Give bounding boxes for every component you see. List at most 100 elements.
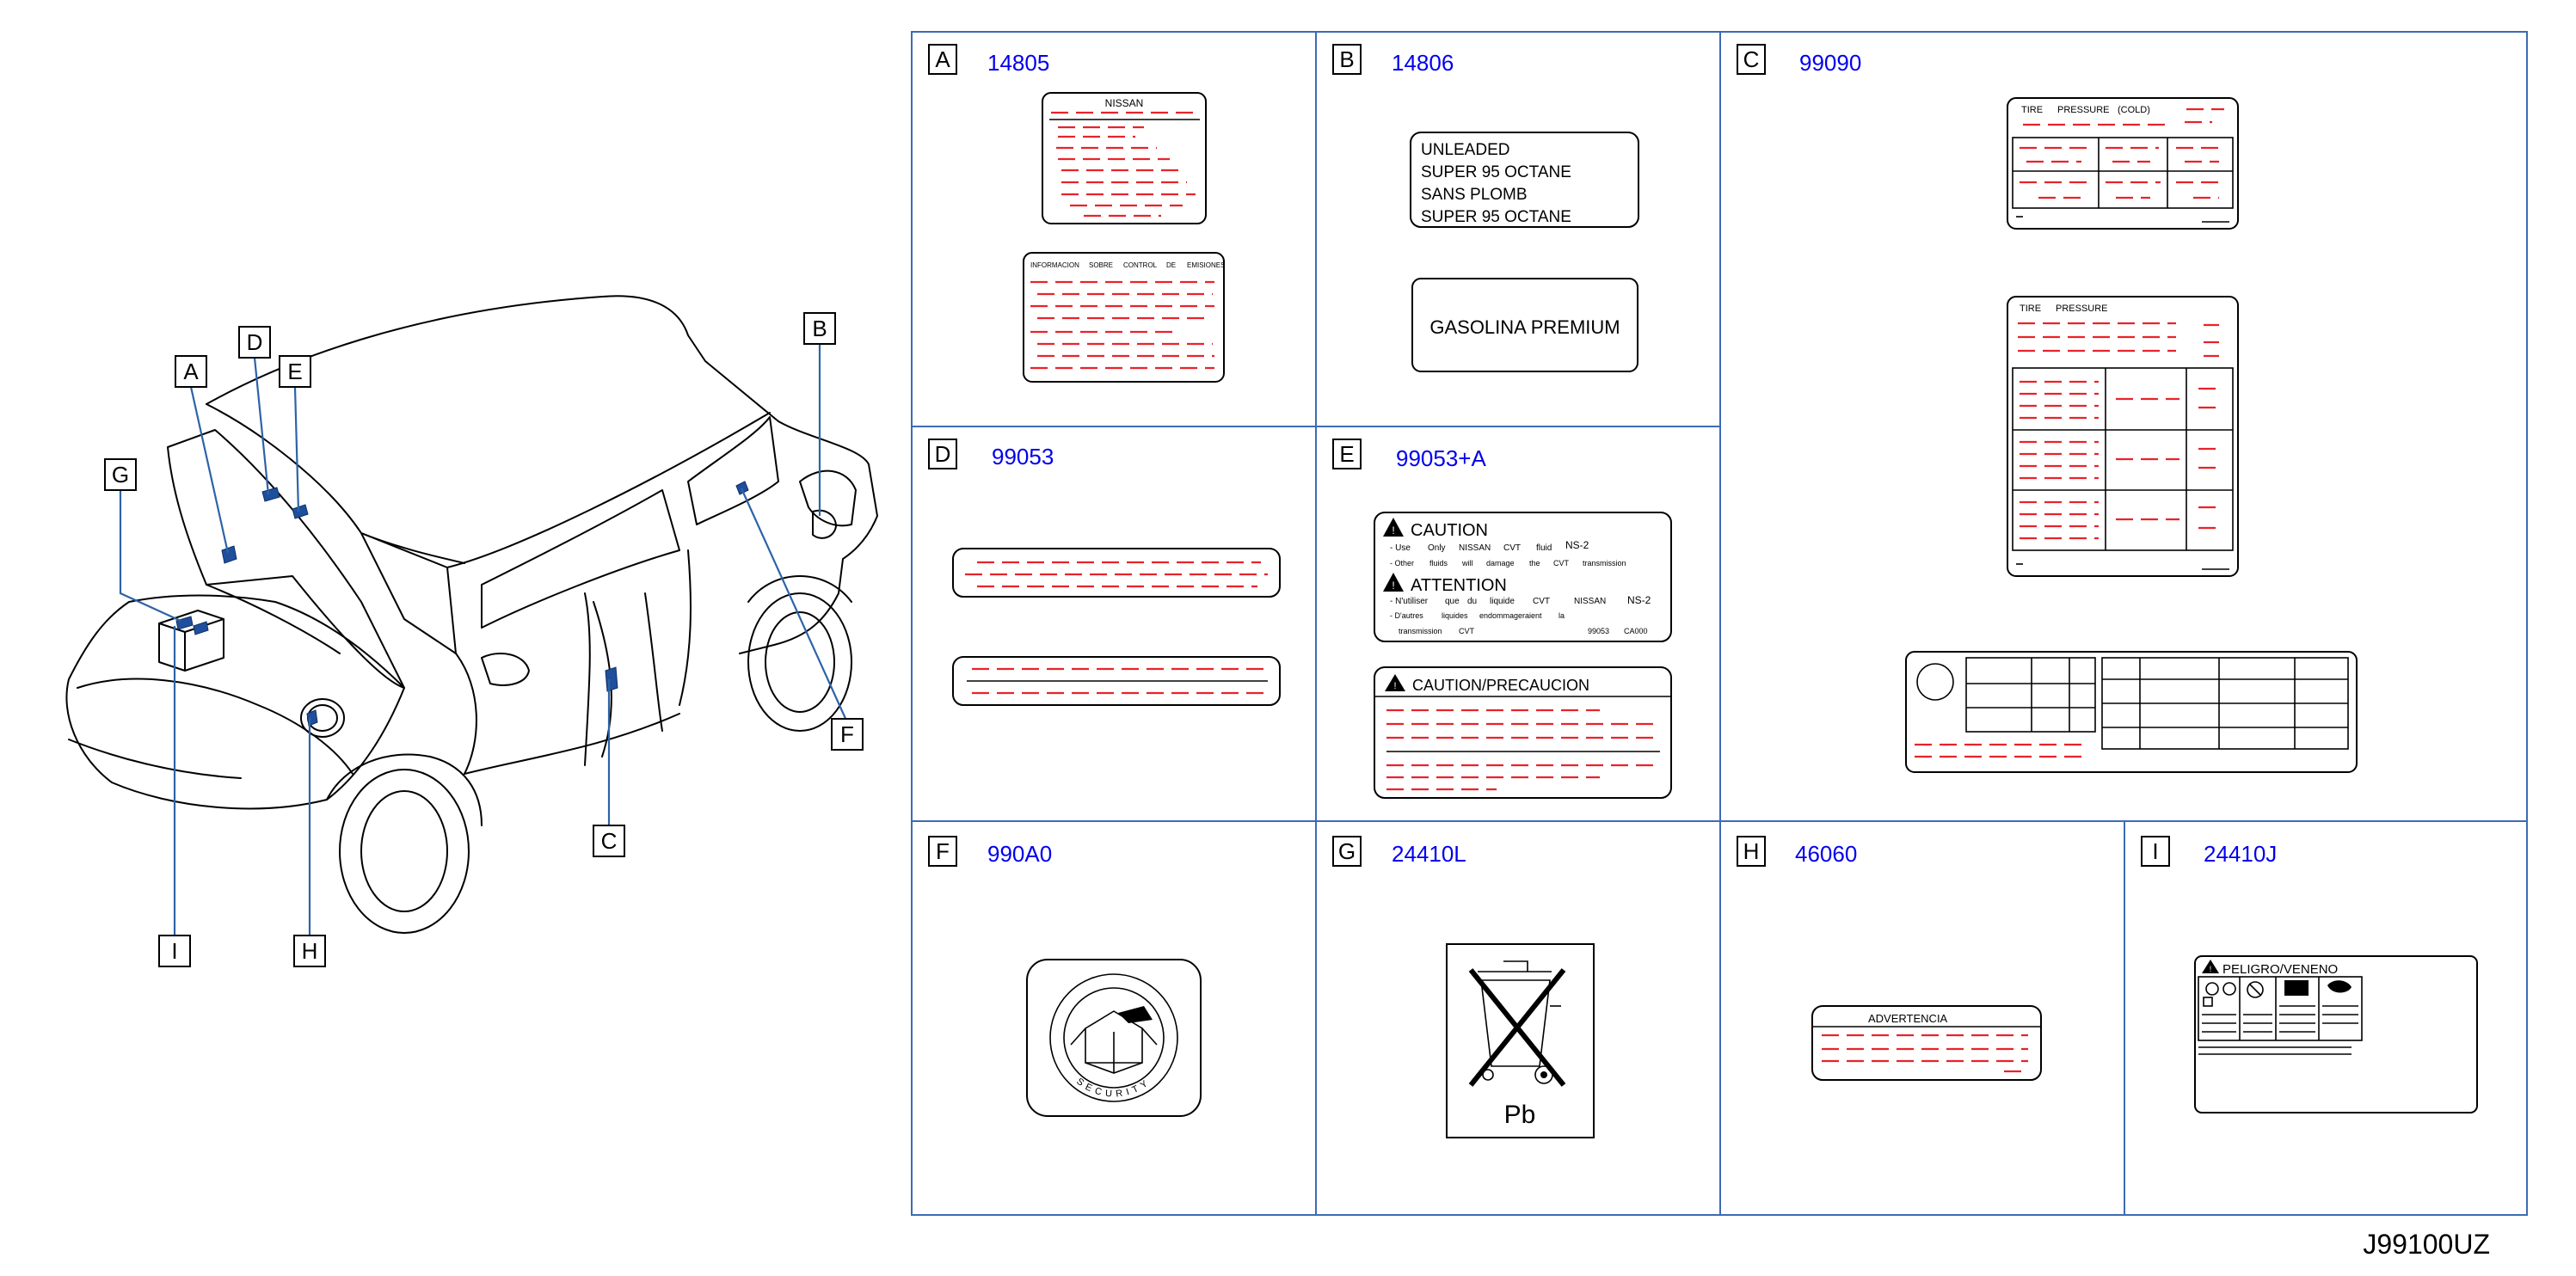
part-number-i: 24410J: [2204, 841, 2277, 867]
vehicle-illustration: [65, 295, 878, 934]
svg-text:Pb: Pb: [1504, 1101, 1536, 1129]
svg-text:I: I: [171, 938, 177, 964]
svg-text:INFORMACION: INFORMACION: [1030, 261, 1079, 269]
cell-b-header: B 14806: [1332, 44, 1454, 76]
marker-g: [175, 616, 194, 630]
svg-text:the: the: [1529, 559, 1540, 567]
label-h-advertencia: ADVERTENCIA: [1811, 1005, 2042, 1081]
svg-text:E: E: [1339, 441, 1354, 467]
svg-text:CONTROL: CONTROL: [1123, 261, 1158, 269]
label-g-battery-recycle: Pb: [1446, 943, 1595, 1138]
svg-text:liquide: liquide: [1490, 597, 1515, 606]
callout-boxes: A D E B G I H C F: [104, 312, 864, 967]
svg-text:CVT: CVT: [1503, 543, 1521, 553]
svg-text:fluids: fluids: [1429, 559, 1448, 567]
leader-lines: [119, 344, 849, 936]
svg-text:!: !: [1392, 580, 1394, 592]
svg-text:liquides: liquides: [1442, 611, 1468, 620]
label-b-gasolina: GASOLINA PREMIUM: [1411, 278, 1638, 372]
label-d-bottom: [952, 656, 1281, 706]
svg-text:D: D: [935, 441, 951, 467]
marker-i: [193, 621, 209, 635]
svg-text:F: F: [936, 838, 950, 864]
svg-text:CAUTION: CAUTION: [1411, 521, 1488, 540]
svg-text:DE: DE: [1166, 261, 1176, 269]
svg-text:A: A: [935, 46, 950, 72]
svg-text:H: H: [302, 938, 318, 964]
svg-text:CVT: CVT: [1459, 627, 1475, 635]
svg-text:D: D: [247, 329, 263, 355]
svg-text:99053: 99053: [1588, 627, 1609, 635]
label-e-caution-attention: ! CAUTION - Use Only NISSAN CVT fluid NS…: [1374, 512, 1672, 642]
part-number-b: 14806: [1392, 50, 1454, 76]
svg-text:B: B: [812, 316, 827, 341]
svg-text:G: G: [1338, 838, 1356, 864]
marker-a: [221, 545, 237, 564]
cell-a-header: A 14805: [928, 44, 1049, 76]
svg-text:SOBRE: SOBRE: [1089, 261, 1113, 269]
svg-text:TIRE: TIRE: [2021, 105, 2043, 115]
svg-text:la: la: [1559, 611, 1565, 620]
svg-text:CAUTION/PRECAUCION: CAUTION/PRECAUCION: [1412, 677, 1589, 694]
callout-b: B: [803, 312, 836, 345]
label-c-tire-pressure-cold: TIRE PRESSURE (COLD): [2007, 97, 2239, 230]
svg-text:NISSAN: NISSAN: [1574, 597, 1606, 606]
svg-text:!: !: [1393, 681, 1396, 691]
svg-text:damage: damage: [1486, 559, 1515, 567]
svg-text:C: C: [1743, 46, 1760, 72]
svg-text:ATTENTION: ATTENTION: [1411, 576, 1507, 595]
svg-text:TIRE: TIRE: [2020, 304, 2041, 314]
cell-f-header: F 990A0: [928, 836, 1052, 867]
svg-text:SUPER 95 OCTANE: SUPER 95 OCTANE: [1421, 163, 1571, 181]
svg-text:- N'utiliser: - N'utiliser: [1390, 597, 1429, 606]
svg-text:PELIGRO/VENENO: PELIGRO/VENENO: [2222, 962, 2338, 977]
part-number-a: 14805: [987, 50, 1049, 76]
svg-text:SUPER 95 OCTANE: SUPER 95 OCTANE: [1421, 208, 1571, 226]
marker-d: [261, 487, 280, 502]
svg-text:C: C: [601, 828, 618, 854]
svg-text:B: B: [1339, 46, 1354, 72]
svg-text:I: I: [2152, 838, 2158, 864]
svg-text:du: du: [1467, 597, 1477, 606]
label-a-emission: INFORMACION SOBRE CONTROL DE EMISIONES: [1023, 252, 1225, 383]
svg-text:- Use: - Use: [1390, 543, 1411, 553]
drawing-code: J99100UZ: [2363, 1229, 2490, 1260]
svg-text:!: !: [1392, 525, 1394, 537]
label-c-tire-pressure: TIRE PRESSURE: [2007, 296, 2239, 577]
svg-text:SANS PLOMB: SANS PLOMB: [1421, 186, 1528, 204]
label-d-top: [952, 548, 1281, 598]
svg-text:transmission: transmission: [1583, 559, 1626, 567]
svg-text:NS-2: NS-2: [1565, 539, 1589, 551]
part-number-e: 99053+A: [1396, 445, 1486, 471]
svg-text:CVT: CVT: [1553, 559, 1570, 567]
svg-text:Only: Only: [1428, 543, 1446, 553]
svg-text:NS-2: NS-2: [1627, 594, 1651, 606]
callout-e: E: [279, 355, 311, 388]
svg-text:NISSAN: NISSAN: [1105, 97, 1144, 109]
svg-text:will: will: [1461, 559, 1473, 567]
svg-text:E: E: [287, 359, 302, 384]
svg-text:(COLD): (COLD): [2118, 105, 2150, 115]
svg-text:H: H: [1743, 838, 1760, 864]
callout-g: G: [104, 458, 137, 491]
callout-c: C: [593, 825, 625, 857]
svg-text:F: F: [840, 721, 854, 747]
label-a-nissan: NISSAN: [1042, 92, 1207, 224]
cell-d-header: D 99053: [928, 439, 1054, 469]
cell-g-header: G 24410L: [1332, 836, 1466, 867]
svg-text:CA000: CA000: [1624, 627, 1648, 635]
cell-h-header: H 46060: [1737, 836, 1857, 867]
part-number-f: 990A0: [987, 841, 1052, 867]
svg-text:EMISIONES: EMISIONES: [1187, 261, 1225, 269]
svg-text:transmission: transmission: [1399, 627, 1442, 635]
label-f-security: SECURITY: [1026, 959, 1202, 1117]
svg-text:PRESSURE: PRESSURE: [2057, 105, 2110, 115]
svg-text:- D'autres: - D'autres: [1390, 611, 1423, 620]
callout-d: D: [238, 326, 271, 359]
svg-text:que: que: [1445, 597, 1460, 606]
callout-f: F: [831, 718, 864, 751]
cell-headers: A 14805 B 14806 C 99090 D 99053 E 99053+…: [928, 44, 2277, 867]
svg-text:fluid: fluid: [1536, 543, 1552, 553]
callout-h: H: [293, 935, 326, 967]
cell-i-header: I 24410J: [2141, 836, 2277, 867]
